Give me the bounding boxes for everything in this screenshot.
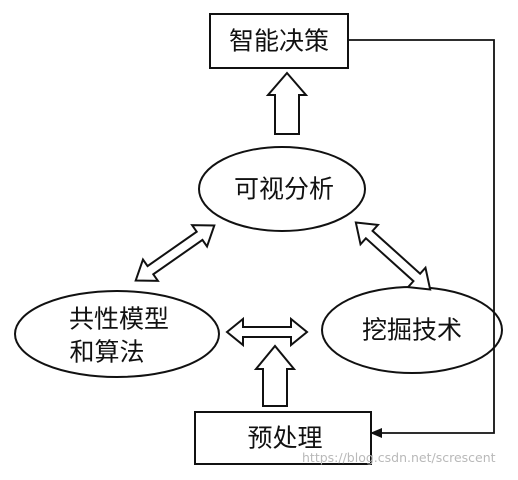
double-arrow-visual-mining [354,221,432,291]
feedback-connector-line [348,39,495,438]
model-algorithm-label-line1: 共性模型 [69,305,169,334]
mining-tech-label: 挖掘技术 [362,316,462,345]
model-algorithm-label-line2: 和算法 [69,338,144,367]
visual-analysis-ellipse [198,146,366,232]
decision-box [209,13,349,69]
up-arrow-to-decision [265,71,309,135]
up-arrow-from-preprocess [253,344,297,407]
preprocess-box [194,411,372,465]
double-arrow-visual-model [134,224,216,282]
visual-analysis-label: 可视分析 [234,175,334,204]
preprocess-label: 预处理 [247,424,322,453]
model-algorithm-ellipse [14,290,220,378]
double-arrow-model-mining [225,316,309,348]
watermark-text: https://blog.csdn.net/screscent [302,450,496,465]
decision-label: 智能决策 [229,27,329,56]
